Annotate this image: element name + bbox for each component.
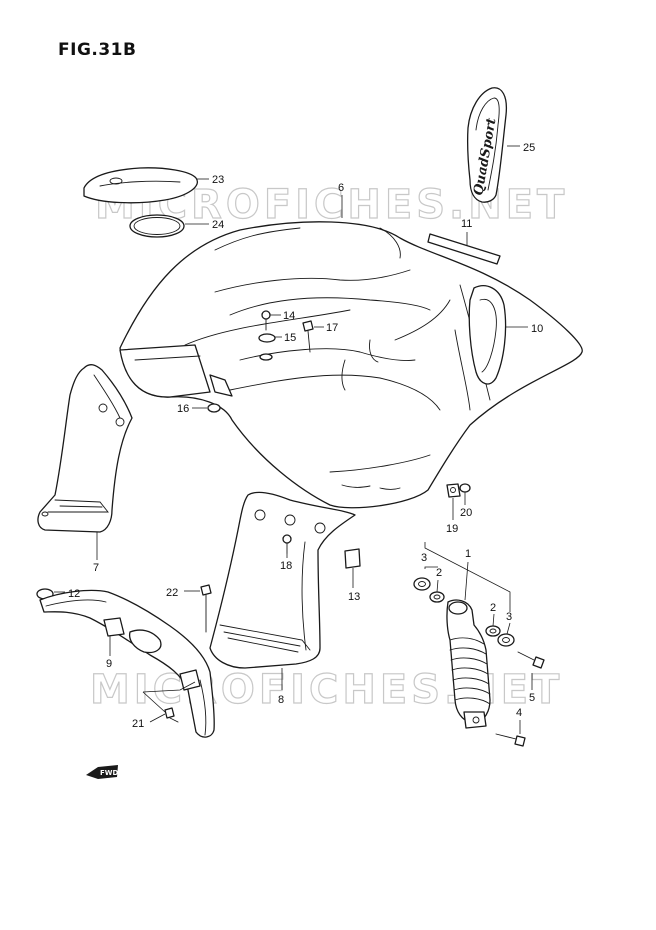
- callout-14: 14: [283, 310, 295, 322]
- part-20-nut: [459, 483, 471, 493]
- callout-12: 12: [68, 588, 80, 600]
- part-8-right-mudguard: [209, 491, 356, 669]
- part-14-bolt: [261, 310, 271, 331]
- part-4-bolt: [495, 733, 526, 747]
- callout-10: 10: [531, 323, 543, 335]
- part-5-bolt: [517, 651, 545, 669]
- part-23-pad: [83, 167, 198, 204]
- part-25-emblem-decal: QuadSport: [466, 87, 508, 203]
- callout-21: 21: [132, 718, 144, 730]
- part-10-emblem: [468, 285, 507, 385]
- callout-11: 11: [461, 218, 472, 230]
- forward-arrow: FWD: [86, 765, 119, 779]
- callout-4: 4: [516, 707, 522, 719]
- callout-24: 24: [212, 219, 224, 231]
- callout-23: 23: [212, 174, 224, 186]
- part-3-bushing-upper: [413, 577, 431, 591]
- figure-title: FIG.31B: [58, 40, 137, 60]
- callout-22: 22: [166, 587, 178, 599]
- part-11-stripe: [427, 233, 501, 265]
- part-16-nut: [207, 403, 221, 413]
- part-19-clip: [446, 483, 461, 498]
- part-21-bolt: [164, 707, 179, 723]
- part-1-shock-absorber: [446, 599, 491, 729]
- forward-label: FWD: [100, 769, 119, 777]
- callout-15: 15: [284, 332, 296, 344]
- part-15-washer: [258, 333, 276, 361]
- watermark-bottom: MICROFICHES.NET: [90, 667, 563, 713]
- callout-3-upper: 3: [421, 552, 427, 564]
- callout-13: 13: [348, 591, 360, 603]
- part-6-rear-fender: [119, 221, 583, 509]
- part-24-ring: [129, 214, 185, 238]
- callout-2-upper: 2: [436, 567, 442, 579]
- part-9-bracket: [39, 589, 215, 738]
- part-22-bolt: [200, 584, 212, 633]
- callout-25: 25: [523, 142, 535, 154]
- callout-16: 16: [177, 403, 189, 415]
- callout-19: 19: [446, 523, 458, 535]
- callout-6: 6: [338, 182, 344, 194]
- callout-8: 8: [278, 694, 284, 706]
- part-3-bushing-lower: [497, 633, 515, 647]
- part-2-collar-upper: [429, 591, 445, 603]
- part-18-screw: [282, 534, 292, 554]
- part-17-bolt: [302, 320, 314, 353]
- callout-5: 5: [529, 692, 535, 704]
- callout-3-lower: 3: [506, 611, 512, 623]
- callout-1: 1: [465, 548, 471, 560]
- leader-lines: [54, 145, 533, 734]
- part-2-collar-lower: [485, 625, 501, 637]
- callout-7: 7: [93, 562, 99, 574]
- callout-20: 20: [460, 507, 472, 519]
- callout-17: 17: [326, 322, 338, 334]
- part-13-sticker: [344, 548, 361, 569]
- callout-18: 18: [280, 560, 292, 572]
- callout-9: 9: [106, 658, 112, 670]
- part-7-left-mudguard: [37, 364, 133, 533]
- callout-2-lower: 2: [490, 602, 496, 614]
